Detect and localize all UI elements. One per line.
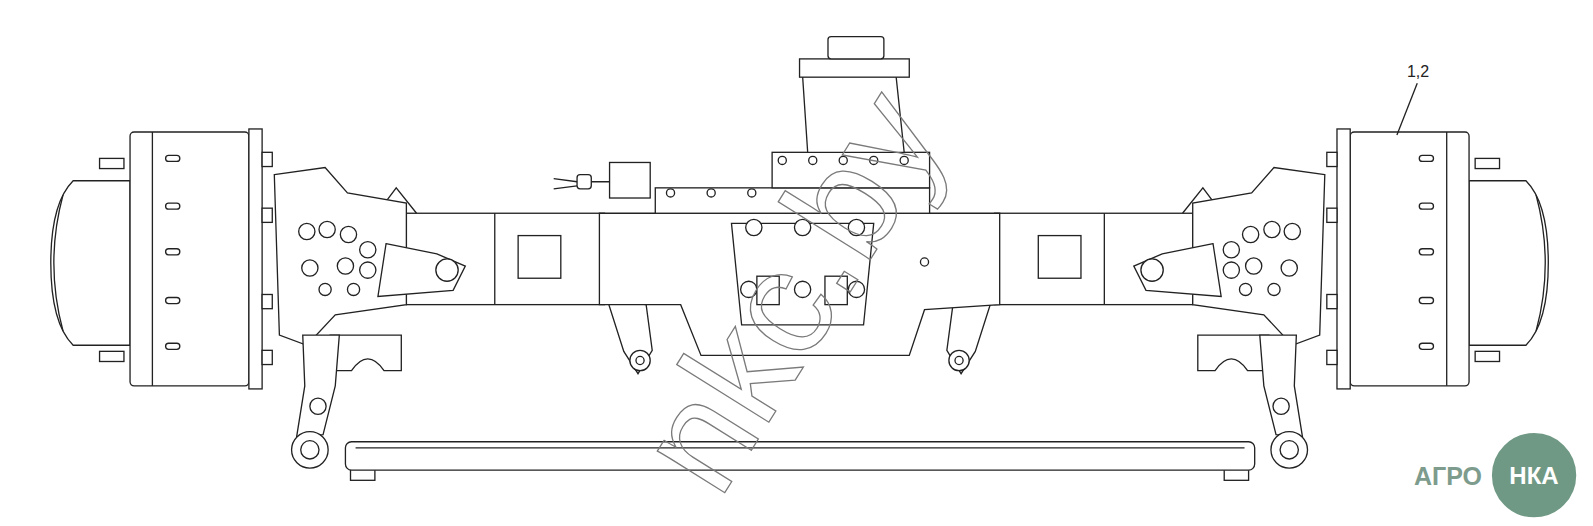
leader-line [1397, 83, 1417, 135]
sensor [610, 162, 651, 198]
callout-number: 1,2 [1407, 64, 1429, 80]
logo-word: АГРО [1414, 464, 1482, 489]
left-side [51, 129, 652, 480]
tie-rod [345, 442, 1254, 470]
right-side [947, 129, 1548, 480]
logo-letters: НКА [1509, 464, 1558, 488]
input-flange [828, 37, 884, 59]
logo-circle [1490, 432, 1577, 519]
